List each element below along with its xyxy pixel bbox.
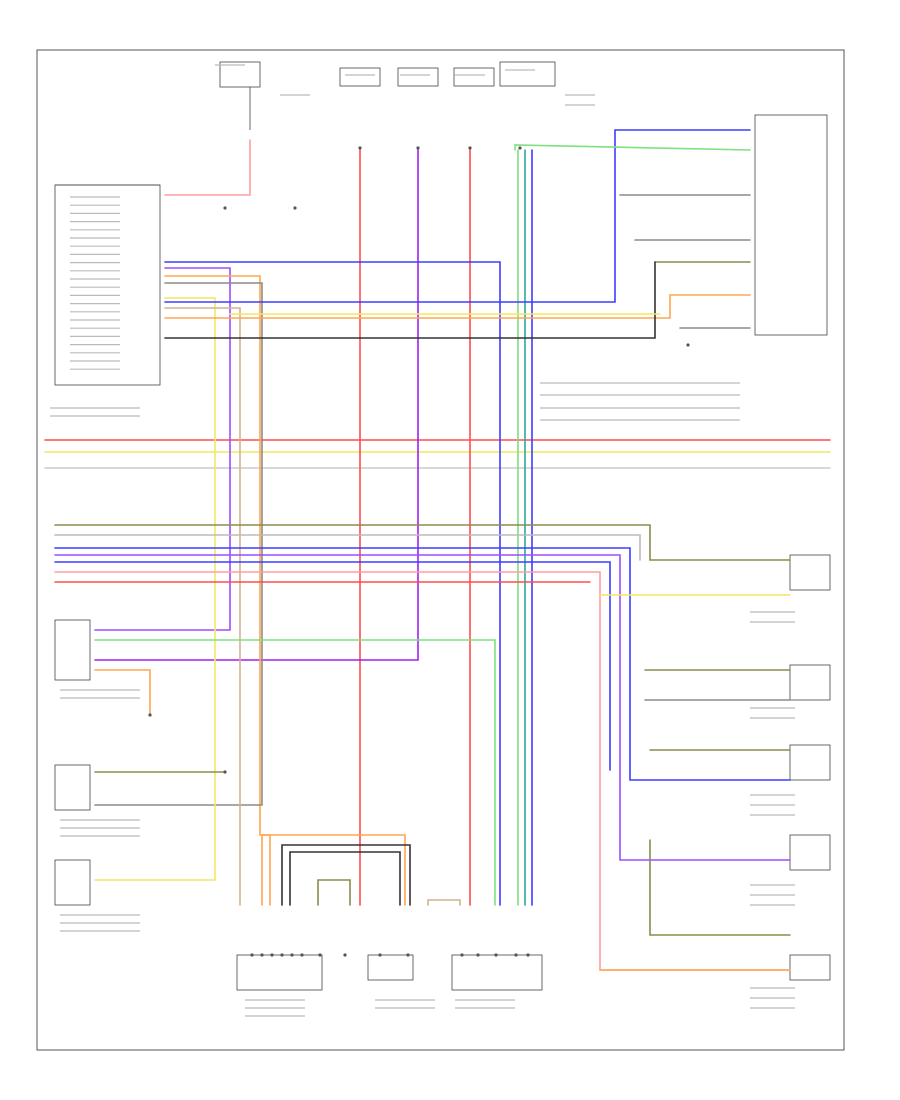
wire-pink-top-left <box>164 139 251 196</box>
wire-orange-module-out <box>164 275 271 906</box>
module-left-middle <box>54 619 91 681</box>
sensor-right-2 <box>789 664 831 701</box>
module-bottom-center <box>367 954 414 981</box>
wire-orange-left-mid <box>94 669 151 716</box>
top-fuse-block-center <box>339 61 556 87</box>
sensor-right-1 <box>789 554 831 591</box>
bottom-harness-tan <box>427 899 461 906</box>
wire-gray-module-out <box>94 282 263 806</box>
wires <box>44 129 831 971</box>
wire-violet-module-out <box>94 267 231 631</box>
harness-olive <box>54 524 791 561</box>
bottom-harness-orange <box>261 834 406 906</box>
conn-bottom-left-3 <box>270 953 274 957</box>
sensor-right-4 <box>789 834 831 871</box>
conn-bottom-right-3 <box>494 953 498 957</box>
conn-ground-right <box>686 343 690 347</box>
conn-bottom-right-4 <box>514 953 518 957</box>
wire-blue-long-right <box>164 129 751 303</box>
sensor-right-3 <box>789 744 831 781</box>
conn-bottom-center-2 <box>343 953 347 957</box>
harness-pink <box>54 571 791 971</box>
wire-violet-fuse-2 <box>94 149 419 661</box>
conn-top-fuse-1 <box>358 146 362 150</box>
conn-bottom-left-1 <box>250 953 254 957</box>
module-bottom-left <box>236 954 323 991</box>
module-bottom-right <box>451 954 543 991</box>
wire-green-left-mid <box>94 639 496 906</box>
conn-top-fuse-4 <box>518 146 522 150</box>
top-fuse-block-left <box>219 61 261 130</box>
control-module-top-left <box>54 184 161 386</box>
connector-dots <box>148 146 690 957</box>
module-left-lower-1 <box>54 764 91 811</box>
conn-ground-left <box>148 713 152 717</box>
conn-bottom-left-6 <box>300 953 304 957</box>
bottom-harness-black-2 <box>289 851 401 906</box>
wire-olive-sensor-4 <box>649 839 791 936</box>
conn-bottom-center-1 <box>318 953 322 957</box>
conn-splice-1 <box>223 206 227 210</box>
bottom-harness-olive <box>317 879 351 906</box>
wire-blue-module-out <box>164 261 501 906</box>
harness-violet <box>54 554 791 861</box>
wire-green-right <box>514 144 751 151</box>
conn-top-fuse-2 <box>416 146 420 150</box>
harness-blue-1 <box>54 547 791 781</box>
conn-bottom-left-4 <box>280 953 284 957</box>
bottom-harness-black-1 <box>281 844 411 906</box>
wire-black-right <box>164 261 656 339</box>
conn-bottom-center-4 <box>406 953 410 957</box>
sensor-right-5 <box>789 954 831 981</box>
conn-bottom-center-3 <box>378 953 382 957</box>
conn-bottom-right-2 <box>476 953 480 957</box>
diagram-frame <box>36 49 845 1051</box>
conn-splice-2 <box>293 206 297 210</box>
conn-top-fuse-3 <box>468 146 472 150</box>
conn-bottom-left-5 <box>290 953 294 957</box>
harness-gray <box>54 534 641 561</box>
conn-bottom-right-5 <box>526 953 530 957</box>
harness-blue-2 <box>54 561 611 771</box>
module-left-lower-2 <box>54 859 91 906</box>
module-top-right <box>754 114 828 336</box>
wire-tan-module-out <box>164 307 241 906</box>
conn-bottom-right-1 <box>460 953 464 957</box>
conn-splice-3 <box>223 770 227 774</box>
label-ticks <box>50 64 795 1017</box>
wire-yellow-module-out <box>94 297 216 881</box>
conn-bottom-left-2 <box>260 953 264 957</box>
wire-orange-right <box>164 294 751 319</box>
